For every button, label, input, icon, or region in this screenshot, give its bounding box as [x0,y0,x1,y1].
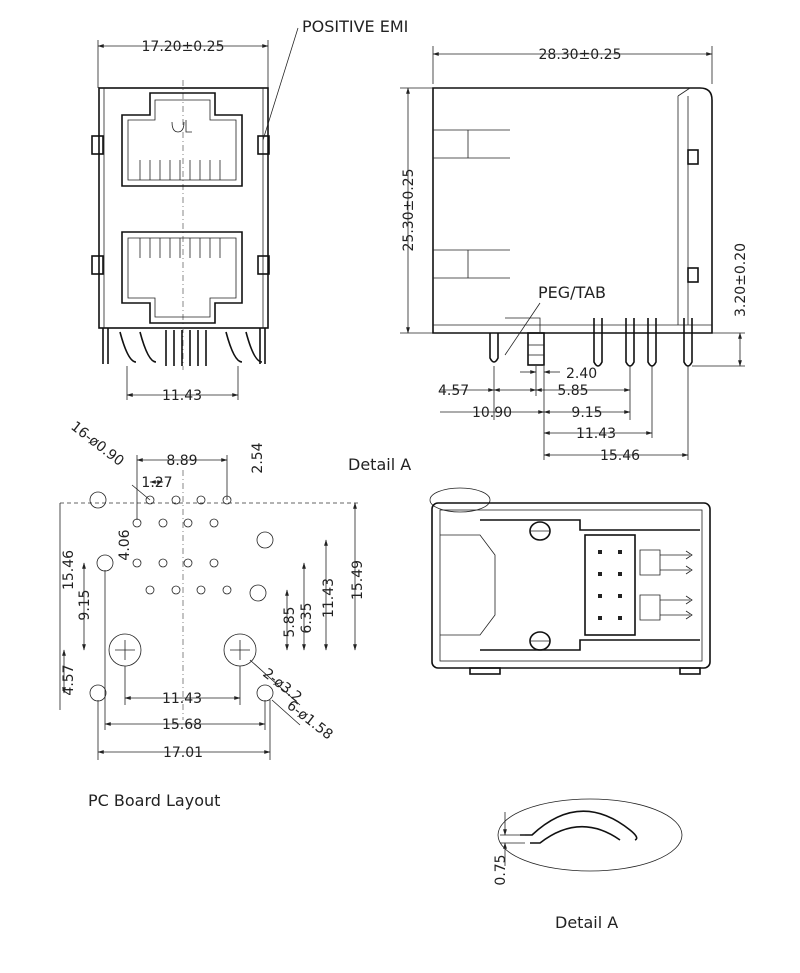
detail-dim-0-75: 0.75 [493,854,509,885]
front-pins [102,328,266,366]
pcb-dim-4-57: 4.57 [61,664,77,695]
detail-a-callout: Detail A [348,455,411,474]
dim-11-43: 11.43 [576,426,616,442]
side-height-dim: 25.30±0.25 [401,169,417,252]
pcb-dim-5-85: 5.85 [282,606,298,637]
pcb-dim-15-49: 15.49 [350,560,366,600]
ul-mark-icon [171,120,192,133]
pcb-layout: 8.89 2.54 1.27 16-ø0.90 4.06 15.46 9.15 … [59,419,366,810]
dim-2-40: 2.40 [566,366,597,382]
pcb-dim-8-89: 8.89 [166,453,197,469]
lower-port-contacts [139,238,221,258]
peg-tab-label: PEG/TAB [538,283,606,302]
side-length-dim: 28.30±0.25 [539,47,622,63]
front-width-dim: 17.20±0.25 [142,39,225,55]
pin-length-dim: 3.20±0.20 [733,243,749,317]
positive-emi-label: POSITIVE EMI [302,17,408,36]
pcb-large-hole-note: 2-ø3.2 [260,666,305,706]
pcb-dim-4-06: 4.06 [117,529,133,560]
pcb-dim-2-54: 2.54 [250,442,266,473]
dim-5-85: 5.85 [557,383,588,399]
pcb-dim-9-15: 9.15 [77,589,93,620]
bottom-view: Detail A [348,455,711,675]
pcb-dim-11-43-v: 11.43 [321,578,337,618]
front-port-spacing-dim: 11.43 [162,388,202,404]
upper-port-contacts [139,160,221,180]
dim-15-46: 15.46 [600,448,640,464]
dim-4-57: 4.57 [438,383,469,399]
front-view: 17.20±0.25 [91,17,408,404]
detail-a-title: Detail A [555,913,618,932]
pcb-dim-6-35: 6.35 [299,602,315,633]
dim-10-90: 10.90 [472,405,512,421]
pcb-small-holes-note: 16-ø0.90 [68,419,127,470]
detail-a-view: 0.75 Detail A [493,798,683,932]
pcb-dim-15-46: 15.46 [61,550,77,590]
pcb-dim-11-43-h: 11.43 [162,691,202,707]
pc-board-layout-title: PC Board Layout [88,791,220,810]
pcb-dim-1-27: 1.27 [141,475,172,491]
side-view: 28.30±0.25 25.30±0.25 PEG/TAB 3.20±0.20 [400,46,749,464]
bottom-view-contacts [598,550,622,620]
pcb-mid-hole-note: 6-ø1.58 [284,698,336,744]
pcb-signal-holes [132,495,232,595]
pcb-dim-17-01: 17.01 [163,745,203,761]
dim-9-15: 9.15 [571,405,602,421]
pcb-dim-15-68: 15.68 [162,717,202,733]
